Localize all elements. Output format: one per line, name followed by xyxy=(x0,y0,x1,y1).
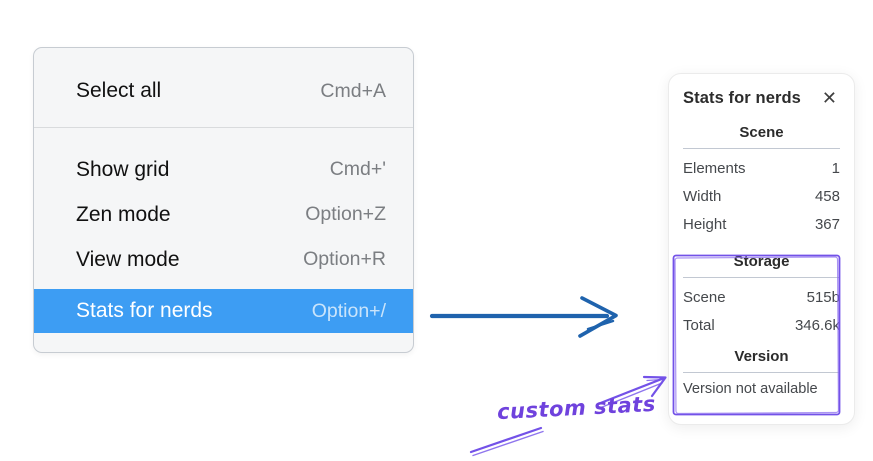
menu-item-label: Select all xyxy=(76,79,162,102)
stat-value: 1 xyxy=(831,159,840,177)
menu-item-view-mode[interactable]: View mode Option+R xyxy=(34,237,413,282)
context-menu: Select all Cmd+A Show grid Cmd+' Zen mod… xyxy=(33,47,414,353)
menu-item-shortcut: Option+Z xyxy=(305,203,386,225)
blue-arrow xyxy=(429,296,618,338)
menu-item-shortcut: Cmd+A xyxy=(320,79,386,102)
stat-value: 346.6k xyxy=(794,316,840,334)
stat-label: Scene xyxy=(683,288,726,306)
stats-panel: Stats for nerds ✕ Scene Elements 1 Width… xyxy=(668,73,855,425)
stat-label: Height xyxy=(683,215,727,233)
menu-item-label: View mode xyxy=(76,247,180,271)
stat-value: 458 xyxy=(814,187,840,205)
section-rule xyxy=(683,372,840,373)
section-heading-version: Version xyxy=(734,348,789,365)
menu-item-show-grid[interactable]: Show grid Cmd+' xyxy=(34,147,413,192)
close-icon[interactable]: ✕ xyxy=(819,87,840,109)
stats-panel-title: Stats for nerds xyxy=(683,88,801,107)
stat-label: Elements xyxy=(683,159,746,177)
stat-row-elements: Elements 1 xyxy=(683,154,840,182)
section-rule xyxy=(683,148,840,149)
stat-row-width: Width 458 xyxy=(683,182,840,210)
stat-row-scene-storage: Scene 515b xyxy=(683,283,840,311)
menu-item-shortcut: Option+R xyxy=(303,248,386,270)
version-note: Version not available xyxy=(683,381,818,397)
stat-label: Width xyxy=(683,187,722,205)
section-heading-scene: Scene xyxy=(739,124,784,141)
menu-item-label: Stats for nerds xyxy=(76,299,213,322)
stat-value: 515b xyxy=(806,288,840,306)
menu-item-shortcut: Option+/ xyxy=(311,299,386,322)
stats-panel-header: Stats for nerds ✕ xyxy=(683,87,840,109)
menu-divider xyxy=(34,127,413,128)
section-rule xyxy=(683,277,840,278)
menu-item-label: Show grid xyxy=(76,157,170,181)
menu-item-label: Zen mode xyxy=(76,202,171,226)
menu-item-zen-mode[interactable]: Zen mode Option+Z xyxy=(34,192,413,237)
section-heading-storage: Storage xyxy=(733,253,790,270)
stat-row-total-storage: Total 346.6k xyxy=(683,311,840,339)
custom-stats-annotation-label: custom stats xyxy=(496,391,657,425)
stat-row-height: Height 367 xyxy=(683,210,840,238)
menu-item-shortcut: Cmd+' xyxy=(329,158,386,180)
menu-item-select-all[interactable]: Select all Cmd+A xyxy=(34,69,413,113)
menu-item-stats-for-nerds[interactable]: Stats for nerds Option+/ xyxy=(34,289,413,333)
stat-value: 367 xyxy=(814,215,840,233)
stat-label: Total xyxy=(683,316,715,334)
